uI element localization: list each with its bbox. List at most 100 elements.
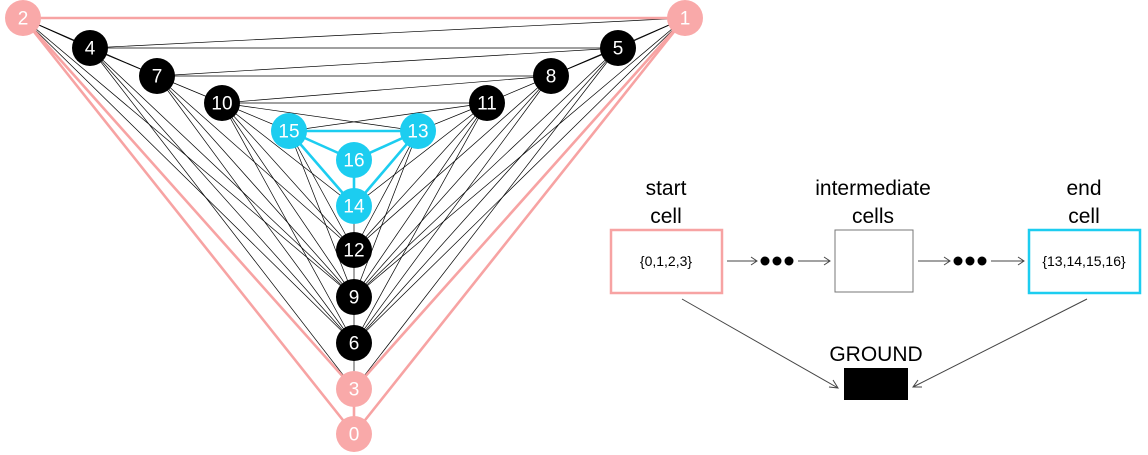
- start-caption-line1: start: [646, 177, 687, 200]
- edge-7-9: [156, 75, 355, 298]
- edge-10-14: [221, 102, 355, 207]
- node-12: 12: [336, 232, 372, 268]
- start-cell-value: {0,1,2,3}: [640, 253, 692, 269]
- edge-2-0: [21, 17, 356, 435]
- end-caption-line2: cell: [1068, 205, 1100, 228]
- edge-1-3: [353, 17, 686, 390]
- edge-2-3: [22, 17, 355, 390]
- edge-8-12: [353, 75, 552, 251]
- node-label: 15: [278, 122, 299, 143]
- node-circle: [336, 325, 372, 361]
- node-11: 11: [469, 85, 505, 121]
- flow-arrows: [681, 256, 1088, 389]
- ground-label: GROUND: [829, 343, 922, 366]
- node-label: 6: [349, 334, 360, 355]
- node-circle: [400, 113, 436, 149]
- node-0: 0: [336, 416, 372, 452]
- node-10: 10: [204, 85, 240, 121]
- node-7: 7: [139, 58, 175, 94]
- node-label: 8: [546, 67, 557, 88]
- node-15: 15: [271, 113, 307, 149]
- node-label: 4: [85, 39, 96, 60]
- node-4: 4: [72, 30, 108, 66]
- node-label: 1: [680, 9, 691, 30]
- edge-5-3: [353, 47, 619, 390]
- node-circle: [336, 188, 372, 224]
- edge-11-9: [353, 102, 488, 298]
- node-14: 14: [336, 188, 372, 224]
- node-label: 11: [477, 94, 497, 115]
- node-circle: [72, 30, 108, 66]
- node-9: 9: [336, 279, 372, 315]
- dot: [977, 256, 987, 266]
- node-label: 5: [613, 39, 624, 60]
- edge-10-13: [221, 102, 419, 132]
- edge-15-12: [288, 130, 355, 251]
- edge-10-12: [221, 102, 355, 251]
- edge-2-9: [22, 17, 355, 298]
- dot: [965, 256, 975, 266]
- node-label: 0: [349, 425, 360, 446]
- node-circle: [336, 142, 372, 178]
- edge-8-9: [353, 75, 552, 298]
- node-circle: [5, 0, 41, 36]
- node-circle: [667, 0, 703, 36]
- node-label: 2: [18, 9, 29, 30]
- edge-8-6: [353, 75, 552, 344]
- node-circle: [336, 232, 372, 268]
- edge-7-12: [156, 75, 355, 251]
- arrow-end-to-ground: [912, 298, 1088, 388]
- ground-block: [844, 368, 908, 400]
- edge-5-9: [353, 47, 619, 298]
- edge-2-6: [22, 17, 355, 344]
- node-circle: [204, 85, 240, 121]
- node-1: 1: [667, 0, 703, 36]
- node-6: 6: [336, 325, 372, 361]
- node-circle: [533, 58, 569, 94]
- edge-7-6: [156, 75, 355, 344]
- node-circle: [139, 58, 175, 94]
- node-label: 13: [407, 122, 428, 143]
- edge-13-12: [353, 130, 419, 251]
- node-circle: [469, 85, 505, 121]
- node-label: 16: [343, 151, 364, 172]
- node-8: 8: [533, 58, 569, 94]
- end-caption-line1: end: [1066, 177, 1101, 200]
- edge-4-1: [89, 17, 686, 49]
- node-label: 7: [152, 67, 163, 88]
- arrow-intermediate-to-dots: [918, 256, 951, 266]
- start-caption-line2: cell: [650, 205, 682, 228]
- node-circle: [336, 416, 372, 452]
- node-label: 9: [349, 288, 360, 309]
- edge-11-6: [353, 102, 488, 344]
- cell-flow: start cell {0,1,2,3} intermediate cells …: [609, 177, 1142, 400]
- node-3: 3: [336, 371, 372, 407]
- dot: [953, 256, 963, 266]
- dot: [784, 256, 794, 266]
- edge-15-9: [288, 130, 355, 298]
- arrow-dots-to-intermediate: [798, 256, 831, 266]
- edge-4-3: [89, 47, 355, 390]
- edge-1-6: [353, 17, 686, 344]
- node-circle: [600, 30, 636, 66]
- node-13: 13: [400, 113, 436, 149]
- edge-10-9: [221, 102, 355, 298]
- dot: [772, 256, 782, 266]
- node-circle: [336, 371, 372, 407]
- edge-5-6: [353, 47, 619, 344]
- edge-8-10: [221, 75, 552, 104]
- node-label: 10: [211, 94, 232, 115]
- ellipsis-dots-1: [760, 256, 794, 266]
- edge-5-7: [156, 47, 619, 77]
- node-label: 14: [343, 197, 365, 218]
- edge-1-0: [352, 17, 687, 435]
- ellipsis-dots-2: [953, 256, 987, 266]
- edge-11-15: [288, 102, 488, 132]
- node-label: 12: [343, 241, 364, 262]
- edge-4-6: [89, 47, 355, 344]
- node-5: 5: [600, 30, 636, 66]
- node-16: 16: [336, 142, 372, 178]
- end-cell-value: {13,14,15,16}: [1042, 253, 1126, 269]
